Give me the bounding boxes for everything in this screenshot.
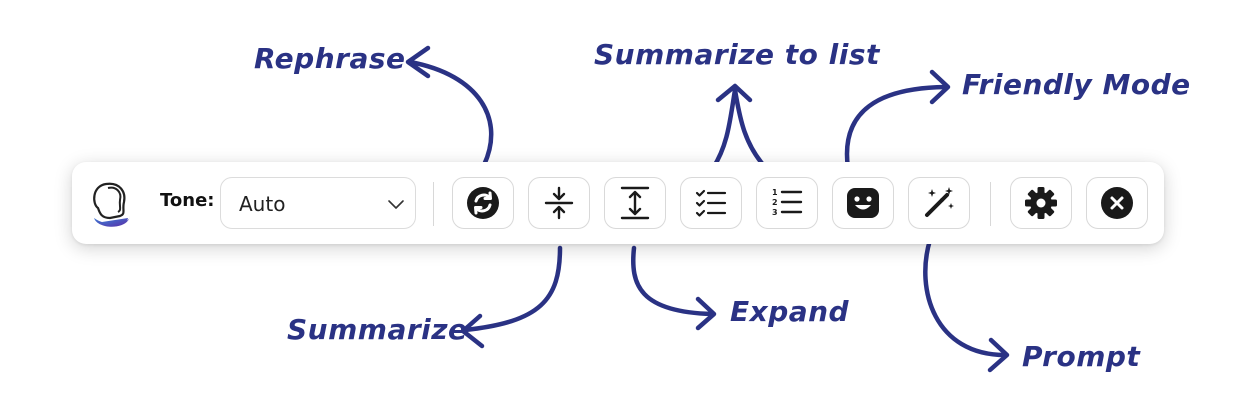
summarize-to-list-annotation: Summarize to list bbox=[594, 38, 880, 71]
expand-annotation: Expand bbox=[730, 295, 850, 328]
expand-arrow bbox=[631, 245, 715, 317]
tone-label: Tone: bbox=[160, 190, 215, 211]
prompt-arrowhead bbox=[987, 337, 1010, 373]
numbered-list-button[interactable]: 1 2 3 bbox=[756, 177, 818, 229]
toolbar-divider bbox=[433, 182, 434, 226]
summarize-button[interactable] bbox=[528, 177, 590, 229]
close-icon bbox=[1099, 185, 1135, 221]
app-logo bbox=[88, 178, 132, 230]
refresh-icon bbox=[465, 185, 501, 221]
smiley-face-icon bbox=[844, 184, 882, 222]
expand-arrowhead bbox=[695, 296, 717, 331]
summarize-arrowhead bbox=[460, 313, 485, 349]
chevron-down-icon bbox=[387, 195, 405, 217]
summarize-annotation: Summarize bbox=[287, 313, 468, 346]
rephrase-arrow bbox=[407, 59, 494, 168]
svg-text:1: 1 bbox=[772, 188, 778, 197]
friendly-mode-arrowhead bbox=[929, 69, 951, 105]
prompt-button[interactable] bbox=[908, 177, 970, 229]
friendly-mode-button[interactable] bbox=[832, 177, 894, 229]
close-button[interactable] bbox=[1086, 177, 1148, 229]
summarize-arrow bbox=[462, 245, 563, 333]
tone-dropdown[interactable]: Auto bbox=[220, 177, 416, 229]
settings-button[interactable] bbox=[1010, 177, 1072, 229]
friendly-mode-annotation: Friendly Mode bbox=[962, 68, 1191, 101]
summarize-to-list-arrow-left bbox=[710, 87, 738, 171]
rephrase-button[interactable] bbox=[452, 177, 514, 229]
rephrase-arrowhead bbox=[405, 45, 431, 79]
compress-vertical-icon bbox=[541, 185, 577, 221]
checklist-icon bbox=[693, 185, 729, 221]
summarize-to-list-arrow-right bbox=[732, 87, 769, 171]
expand-button[interactable] bbox=[604, 177, 666, 229]
expand-vertical-icon bbox=[617, 185, 653, 221]
svg-text:2: 2 bbox=[772, 198, 778, 207]
prompt-annotation: Prompt bbox=[1022, 340, 1141, 373]
svg-text:3: 3 bbox=[772, 208, 778, 217]
friendly-mode-arrow bbox=[844, 84, 948, 171]
gear-icon bbox=[1023, 185, 1059, 221]
summarize-to-list-button[interactable] bbox=[680, 177, 742, 229]
rephrase-annotation: Rephrase bbox=[254, 42, 406, 75]
writing-assistant-toolbar: Tone: Auto bbox=[72, 162, 1164, 244]
numbered-list-icon: 1 2 3 bbox=[769, 185, 805, 221]
magic-wand-icon bbox=[920, 184, 958, 222]
tone-selected-value: Auto bbox=[239, 192, 286, 216]
summarize-to-list-arrowhead bbox=[715, 83, 753, 103]
toolbar-divider bbox=[990, 182, 991, 226]
prompt-arrow bbox=[923, 237, 1008, 358]
